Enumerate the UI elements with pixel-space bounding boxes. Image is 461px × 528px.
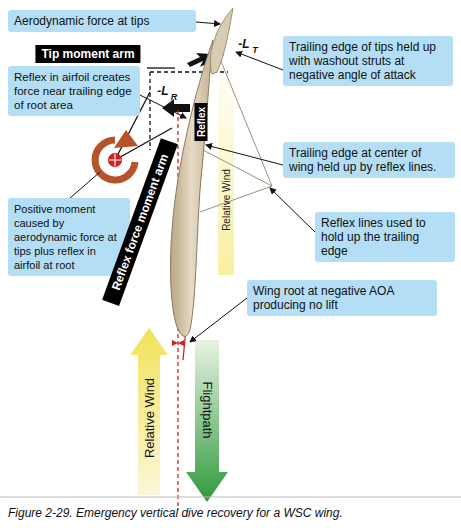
flightpath-label: Flightpath <box>200 381 215 438</box>
flightpath-arrow <box>186 340 228 502</box>
relative-wind-band <box>218 75 234 275</box>
callout-box: Aerodynamic force at tips <box>8 10 196 32</box>
callout-text: Reflex in airfoil creates force near tra… <box>14 70 134 112</box>
force-label: -L <box>238 37 249 51</box>
cg-dot <box>108 153 122 167</box>
arm-label: Tip moment arm <box>35 45 140 63</box>
tip-airfoil <box>210 8 233 74</box>
moment-arrowhead <box>114 130 138 148</box>
force-label: -L <box>157 84 168 98</box>
callout-text: Aerodynamic force at tips <box>14 14 190 28</box>
callout-text: Trailing edge at center of wing held up … <box>289 146 449 174</box>
callout-text: Trailing edge of tips held up with washo… <box>289 40 447 82</box>
callout-box: Reflex lines used to hold up the trailin… <box>315 212 455 262</box>
callout-box: Trailing edge of tips held up with washo… <box>283 36 453 86</box>
callout-box: Reflex in airfoil creates force near tra… <box>8 66 140 116</box>
angle-marker <box>172 340 184 346</box>
force-subscript: T <box>252 45 258 55</box>
relative-wind-arrow <box>130 328 168 495</box>
callout-box: Wing root at negative AOA producing no l… <box>247 280 437 316</box>
cg-cross <box>109 154 121 166</box>
caption-rule <box>0 497 461 498</box>
figure-caption: Figure 2-29. Emergency vertical dive rec… <box>8 506 343 520</box>
relative-wind-label: Relative Wind <box>221 169 232 231</box>
relative-wind-label: Relative Wind <box>142 378 157 458</box>
force-subscript: R <box>171 92 178 102</box>
callout-text: Positive moment caused by aerodynamic fo… <box>14 202 124 272</box>
callout-text: Reflex lines used to hold up the trailin… <box>321 216 449 258</box>
root-airfoil <box>170 40 213 336</box>
callout-text: Wing root at negative AOA producing no l… <box>253 284 431 312</box>
callout-box: Trailing edge at center of wing held up … <box>283 142 455 178</box>
reflex-label: Reflex <box>195 103 208 141</box>
callout-box: Positive moment caused by aerodynamic fo… <box>8 198 130 276</box>
